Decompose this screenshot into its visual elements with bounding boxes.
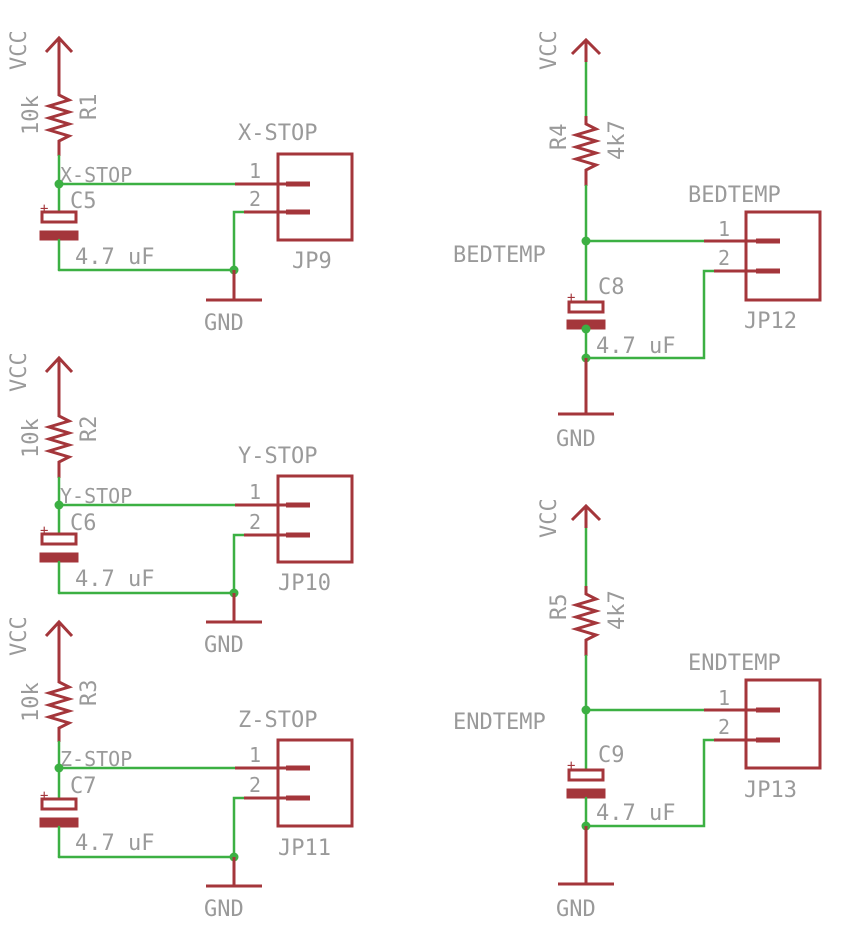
polarity-plus: + <box>567 290 575 306</box>
capacitor-plate <box>40 210 78 224</box>
connector-body <box>276 152 354 242</box>
pin-number: 1 <box>249 743 261 767</box>
wire <box>584 738 716 828</box>
net-label: ENDTEMP <box>453 710 546 735</box>
connector-title: X-STOP <box>238 121 317 146</box>
vcc-arrow-symbol <box>44 35 74 88</box>
wire <box>232 210 246 272</box>
connector-ref: JP9 <box>292 249 332 274</box>
capacitor-plate <box>566 788 606 799</box>
gnd-label: GND <box>204 897 244 922</box>
wire <box>232 796 246 859</box>
resistor-symbol <box>43 410 75 478</box>
resistor-ref: R3 <box>77 680 102 707</box>
capacitor-ref: C6 <box>70 511 97 536</box>
connector-title: Y-STOP <box>238 444 317 469</box>
net-label: BEDTEMP <box>453 243 546 268</box>
resistor-value: 10k <box>19 95 44 135</box>
vcc-label: VCC <box>7 616 32 656</box>
capacitor-value: 4.7 uF <box>75 245 154 270</box>
connector-ref: JP10 <box>278 571 331 596</box>
resistor-ref: R5 <box>547 594 572 621</box>
connector-body <box>276 474 354 564</box>
pin-number: 2 <box>718 715 730 739</box>
left-circuit-z-stop: VCC 10k R3 Z-STOP + C7 4.7 uF GND Z-STOP… <box>7 616 354 922</box>
vcc-label: VCC <box>7 30 32 70</box>
vcc-arrow-symbol <box>44 355 74 410</box>
resistor-value: 4k7 <box>605 590 630 630</box>
capacitor-value: 4.7 uF <box>596 334 675 359</box>
pin-number: 1 <box>249 480 261 504</box>
wire <box>232 533 246 595</box>
capacitor-plate <box>567 300 605 314</box>
gnd-label: GND <box>204 633 244 658</box>
connector-body <box>744 210 822 302</box>
vcc-label: VCC <box>537 30 562 70</box>
pin-number: 2 <box>249 187 261 211</box>
polarity-plus: + <box>40 201 48 217</box>
capacitor-value: 4.7 uF <box>596 801 675 826</box>
connector-title: BEDTEMP <box>688 183 781 208</box>
resistor-symbol <box>570 116 602 186</box>
resistor-symbol <box>570 586 602 656</box>
capacitor-value: 4.7 uF <box>75 567 154 592</box>
connector-ref: JP12 <box>744 309 797 334</box>
right-circuit-bedtemp: VCC R4 4k7 BEDTEMP + C8 4.7 uF GND BEDTE… <box>453 30 822 452</box>
capacitor-plate <box>39 817 79 828</box>
pin-number: 1 <box>249 159 261 183</box>
connector-title: ENDTEMP <box>688 651 781 676</box>
pin-number: 2 <box>249 773 261 797</box>
capacitor-plate <box>39 552 79 563</box>
capacitor-ref: C5 <box>70 189 97 214</box>
connector-body <box>744 678 822 770</box>
resistor-value: 4k7 <box>605 120 630 160</box>
capacitor-plate <box>39 230 79 241</box>
gnd-label: GND <box>204 311 244 336</box>
capacitor-plate <box>567 768 605 782</box>
pin-number: 2 <box>718 246 730 270</box>
junction-dot <box>581 324 591 334</box>
gnd-label: GND <box>556 897 596 922</box>
polarity-plus: + <box>40 523 48 539</box>
polarity-plus: + <box>567 758 575 774</box>
vcc-arrow-symbol <box>44 619 74 676</box>
resistor-ref: R4 <box>547 124 572 151</box>
pin-number: 1 <box>718 217 730 241</box>
capacitor-ref: C8 <box>598 275 625 300</box>
vcc-arrow-symbol <box>570 37 602 62</box>
capacitor-ref: C9 <box>598 743 625 768</box>
capacitor-value: 4.7 uF <box>75 831 154 856</box>
polarity-plus: + <box>40 788 48 804</box>
left-circuit-x-stop: VCC 10k R1 X-STOP + C5 4.7 uF GND X-STOP… <box>7 30 354 336</box>
resistor-value: 10k <box>19 418 44 458</box>
vcc-label: VCC <box>7 352 32 392</box>
vcc-label: VCC <box>537 498 562 538</box>
resistor-ref: R2 <box>77 416 102 443</box>
resistor-value: 10k <box>19 682 44 722</box>
wire <box>584 269 716 360</box>
left-circuit-y-stop: VCC 10k R2 Y-STOP + C6 4.7 uF GND Y-STOP… <box>7 352 354 658</box>
connector-ref: JP11 <box>278 836 331 861</box>
resistor-symbol <box>43 88 75 156</box>
connector-body <box>276 738 354 828</box>
gnd-label: GND <box>556 427 596 452</box>
capacitor-ref: C7 <box>70 774 97 799</box>
right-circuit-endtemp: VCC R5 4k7 ENDTEMP + C9 4.7 uF GND ENDTE… <box>453 498 822 922</box>
resistor-ref: R1 <box>77 94 102 121</box>
vcc-arrow-symbol <box>570 503 602 528</box>
connector-title: Z-STOP <box>238 708 317 733</box>
pin-number: 2 <box>249 510 261 534</box>
capacitor-plate <box>40 797 78 811</box>
connector-ref: JP13 <box>744 778 797 803</box>
capacitor-plate <box>40 532 78 546</box>
pin-number: 1 <box>718 686 730 710</box>
resistor-symbol <box>43 676 75 742</box>
